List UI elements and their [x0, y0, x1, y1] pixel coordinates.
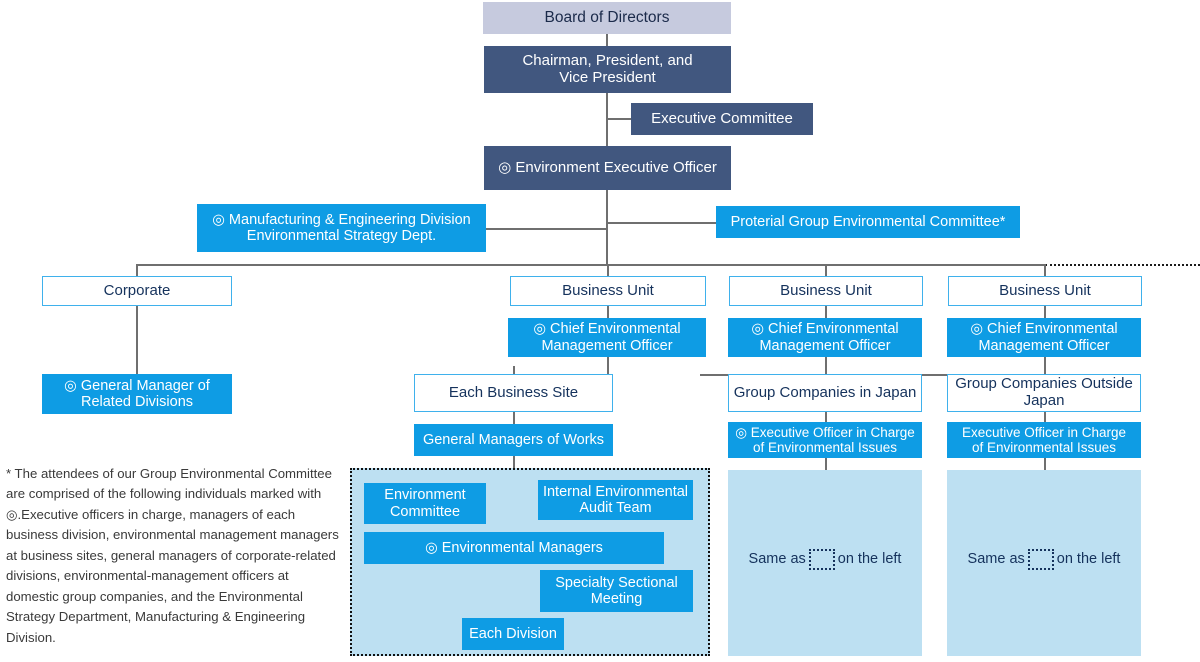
node-label: Executive Officer in Charge of Environme… [961, 424, 1127, 455]
node-group-companies-in-japan[interactable]: Group Companies in Japan [728, 374, 922, 412]
node-label: ◎ Chief Environmental Management Officer [751, 321, 899, 354]
node-label: Each Division [469, 625, 557, 642]
node-label: General Managers of Works [422, 431, 605, 448]
node-label: Chairman, President, and Vice President [522, 51, 693, 86]
connector-board-to-chairman [606, 33, 608, 46]
connector-bu3-to-chief3 [1044, 306, 1046, 320]
node-exec-officer-japan[interactable]: ◎ Executive Officer in Charge of Environ… [728, 422, 922, 458]
connector-gcj-to-exec [825, 412, 827, 426]
connector-corporate-to-gm [136, 306, 138, 376]
node-group-companies-outside-japan[interactable]: Group Companies Outside Japan [947, 374, 1141, 412]
node-corporate[interactable]: Corporate [42, 276, 232, 306]
node-environmental-managers[interactable]: ◎ Environmental Managers [364, 532, 664, 564]
node-general-manager-related-divisions[interactable]: ◎ General Manager of Related Divisions [42, 374, 232, 414]
node-environment-committee[interactable]: Environment Committee [364, 483, 486, 524]
node-label: Specialty Sectional Meeting [555, 574, 678, 607]
group-companies-japan-panel [728, 470, 922, 656]
node-executive-committee[interactable]: Executive Committee [631, 103, 813, 135]
connector-bus-to-corporate [136, 264, 138, 277]
group-companies-outside-panel [947, 470, 1141, 656]
node-board-of-directors[interactable]: Board of Directors [483, 2, 731, 34]
node-group-environmental-committee[interactable]: Proterial Group Environmental Committee* [716, 206, 1020, 238]
node-each-division[interactable]: Each Division [462, 618, 564, 650]
node-business-unit-2[interactable]: Business Unit [729, 276, 923, 306]
same-as-left-japan: Same as on the left [728, 545, 922, 573]
connector-bu2-to-chief2 [825, 306, 827, 320]
connector-chief1-down [607, 357, 609, 375]
node-label: ◎ General Manager of Related Divisions [64, 377, 210, 410]
node-label: Business Unit [999, 281, 1091, 299]
node-chairman-president[interactable]: Chairman, President, and Vice President [484, 46, 731, 93]
node-label: ◎ Executive Officer in Charge of Environ… [735, 424, 915, 455]
node-label: ◎ Manufacturing & Engineering Division E… [212, 211, 471, 244]
dotted-reference-box-icon [808, 548, 835, 570]
node-chief-env-management-officer-3[interactable]: ◎ Chief Environmental Management Officer [947, 318, 1141, 357]
connector-execout-to-panel [1044, 456, 1046, 470]
node-label: ◎ Chief Environmental Management Officer [970, 321, 1118, 354]
connector-to-group-env-committee [606, 222, 716, 224]
node-chief-env-management-officer-2[interactable]: ◎ Chief Environmental Management Officer [728, 318, 922, 357]
node-chief-env-management-officer-1[interactable]: ◎ Chief Environmental Management Officer [508, 318, 706, 357]
connector-site-to-gmworks [513, 412, 515, 426]
node-business-unit-3[interactable]: Business Unit [948, 276, 1142, 306]
connector-to-executive-committee [606, 118, 632, 120]
node-exec-officer-outside-japan[interactable]: Executive Officer in Charge of Environme… [947, 422, 1141, 458]
node-business-unit-1[interactable]: Business Unit [510, 276, 706, 306]
node-internal-environmental-audit-team[interactable]: Internal Environmental Audit Team [538, 480, 693, 520]
node-label: Each Business Site [448, 383, 579, 401]
connector-bus-to-bu1 [607, 264, 609, 277]
connector-dotted-extension [1045, 264, 1200, 266]
node-label: Executive Committee [651, 109, 793, 127]
connector-chief2-down [825, 357, 827, 375]
connector-gco-to-exec [1044, 412, 1046, 426]
node-label: Board of Directors [544, 9, 670, 27]
connector-chief3-down [1044, 357, 1046, 375]
connector-envofficer-down [606, 190, 608, 265]
same-as-suffix: on the left [1056, 551, 1121, 567]
node-label: Environment Committee [384, 487, 466, 520]
node-label: Group Companies in Japan [733, 383, 917, 401]
connector-bu1-to-chief1 [607, 306, 609, 320]
node-label: ◎ Environmental Managers [425, 539, 603, 556]
node-environment-executive-officer[interactable]: ◎ Environment Executive Officer [484, 146, 731, 190]
node-label: Business Unit [562, 281, 654, 299]
same-as-left-outside: Same as on the left [947, 545, 1141, 573]
same-as-suffix: on the left [837, 551, 902, 567]
node-label: Proterial Group Environmental Committee* [730, 213, 1006, 230]
node-each-business-site[interactable]: Each Business Site [414, 374, 613, 412]
connector-to-manufacturing-dept [486, 228, 607, 230]
dotted-reference-box-icon [1027, 548, 1054, 570]
footnote-text: * The attendees of our Group Environment… [6, 466, 339, 645]
same-as-prefix: Same as [967, 551, 1025, 567]
node-label: Internal Environmental Audit Team [542, 483, 689, 516]
node-label: Business Unit [780, 281, 872, 299]
connector-main-bus [136, 264, 1046, 266]
node-label: ◎ Chief Environmental Management Officer [533, 321, 681, 354]
connector-execjp-to-panel [825, 456, 827, 470]
node-label: Corporate [103, 281, 171, 299]
node-label: Group Companies Outside Japan [955, 375, 1133, 409]
node-general-managers-of-works[interactable]: General Managers of Works [414, 424, 613, 456]
same-as-prefix: Same as [748, 551, 806, 567]
connector-site-stub [513, 366, 515, 375]
connector-bus-to-bu2 [825, 264, 827, 277]
node-manufacturing-engineering-dept[interactable]: ◎ Manufacturing & Engineering Division E… [197, 204, 486, 252]
node-specialty-sectional-meeting[interactable]: Specialty Sectional Meeting [540, 570, 693, 612]
connector-bus-to-bu3 [1044, 264, 1046, 277]
node-label: ◎ Environment Executive Officer [498, 158, 717, 176]
